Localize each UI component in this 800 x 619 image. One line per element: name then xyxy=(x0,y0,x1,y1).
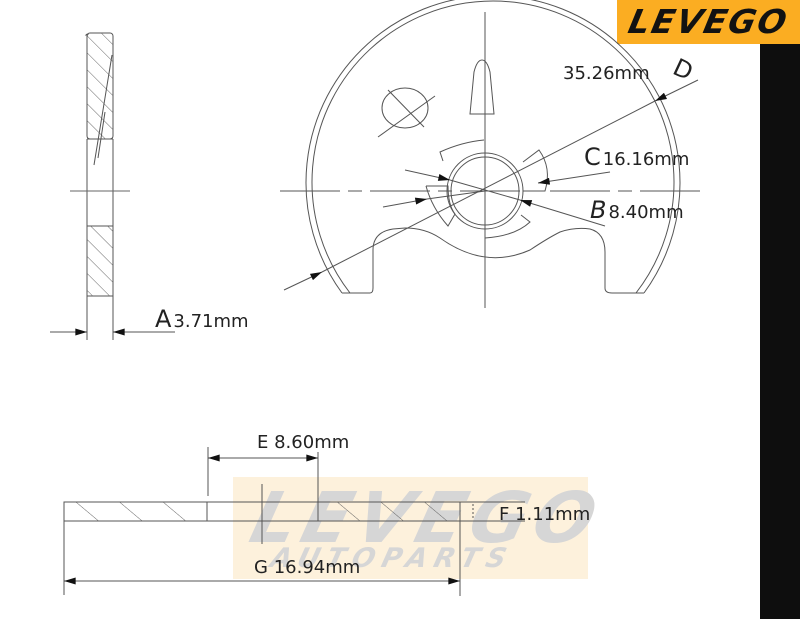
bottom-right-section xyxy=(317,501,461,522)
side-section-view xyxy=(50,32,175,340)
bore-inner xyxy=(450,156,520,226)
side-lower-section xyxy=(86,225,114,297)
watermark: LEVEGO AUTOPARTS xyxy=(233,477,611,579)
bottom-section-view xyxy=(63,447,525,596)
dimension-value: 16.94mm xyxy=(273,557,361,578)
bottom-profile xyxy=(342,227,644,294)
side-upper-section xyxy=(86,32,114,140)
dimension-letter: B xyxy=(590,196,607,224)
dimension-value: 1.11mm xyxy=(515,504,591,525)
dimension-value: 8.60mm xyxy=(274,432,350,453)
small-hole xyxy=(381,87,429,129)
outer-arc-inner xyxy=(311,0,675,294)
dimension-value: 3.71mm xyxy=(173,311,249,332)
dimension-letter: E xyxy=(257,432,269,453)
dimension-letter: C xyxy=(584,143,601,171)
pointer-tab xyxy=(469,59,495,115)
dimension-letter: F xyxy=(499,504,510,525)
dimension-letter: A xyxy=(155,305,172,333)
levego-logo: LEVEGO xyxy=(617,0,800,44)
dimension-value: 35.26mm xyxy=(563,63,650,84)
dimension-value: 16.16mm xyxy=(602,149,690,170)
dimension-f-label: F 1.11mm xyxy=(499,504,590,526)
dimension-g-label: G 16.94mm xyxy=(254,557,360,579)
dimension-d-value-label: 35.26mm xyxy=(563,63,650,85)
front-view xyxy=(280,0,700,308)
dimension-value: 8.40mm xyxy=(608,202,684,223)
dimension-letter: G xyxy=(254,557,268,578)
side-dark-bar xyxy=(760,44,800,619)
outer-arc xyxy=(305,0,681,294)
bottom-left-section xyxy=(63,501,208,522)
dimension-e-label: E 8.60mm xyxy=(257,432,349,454)
